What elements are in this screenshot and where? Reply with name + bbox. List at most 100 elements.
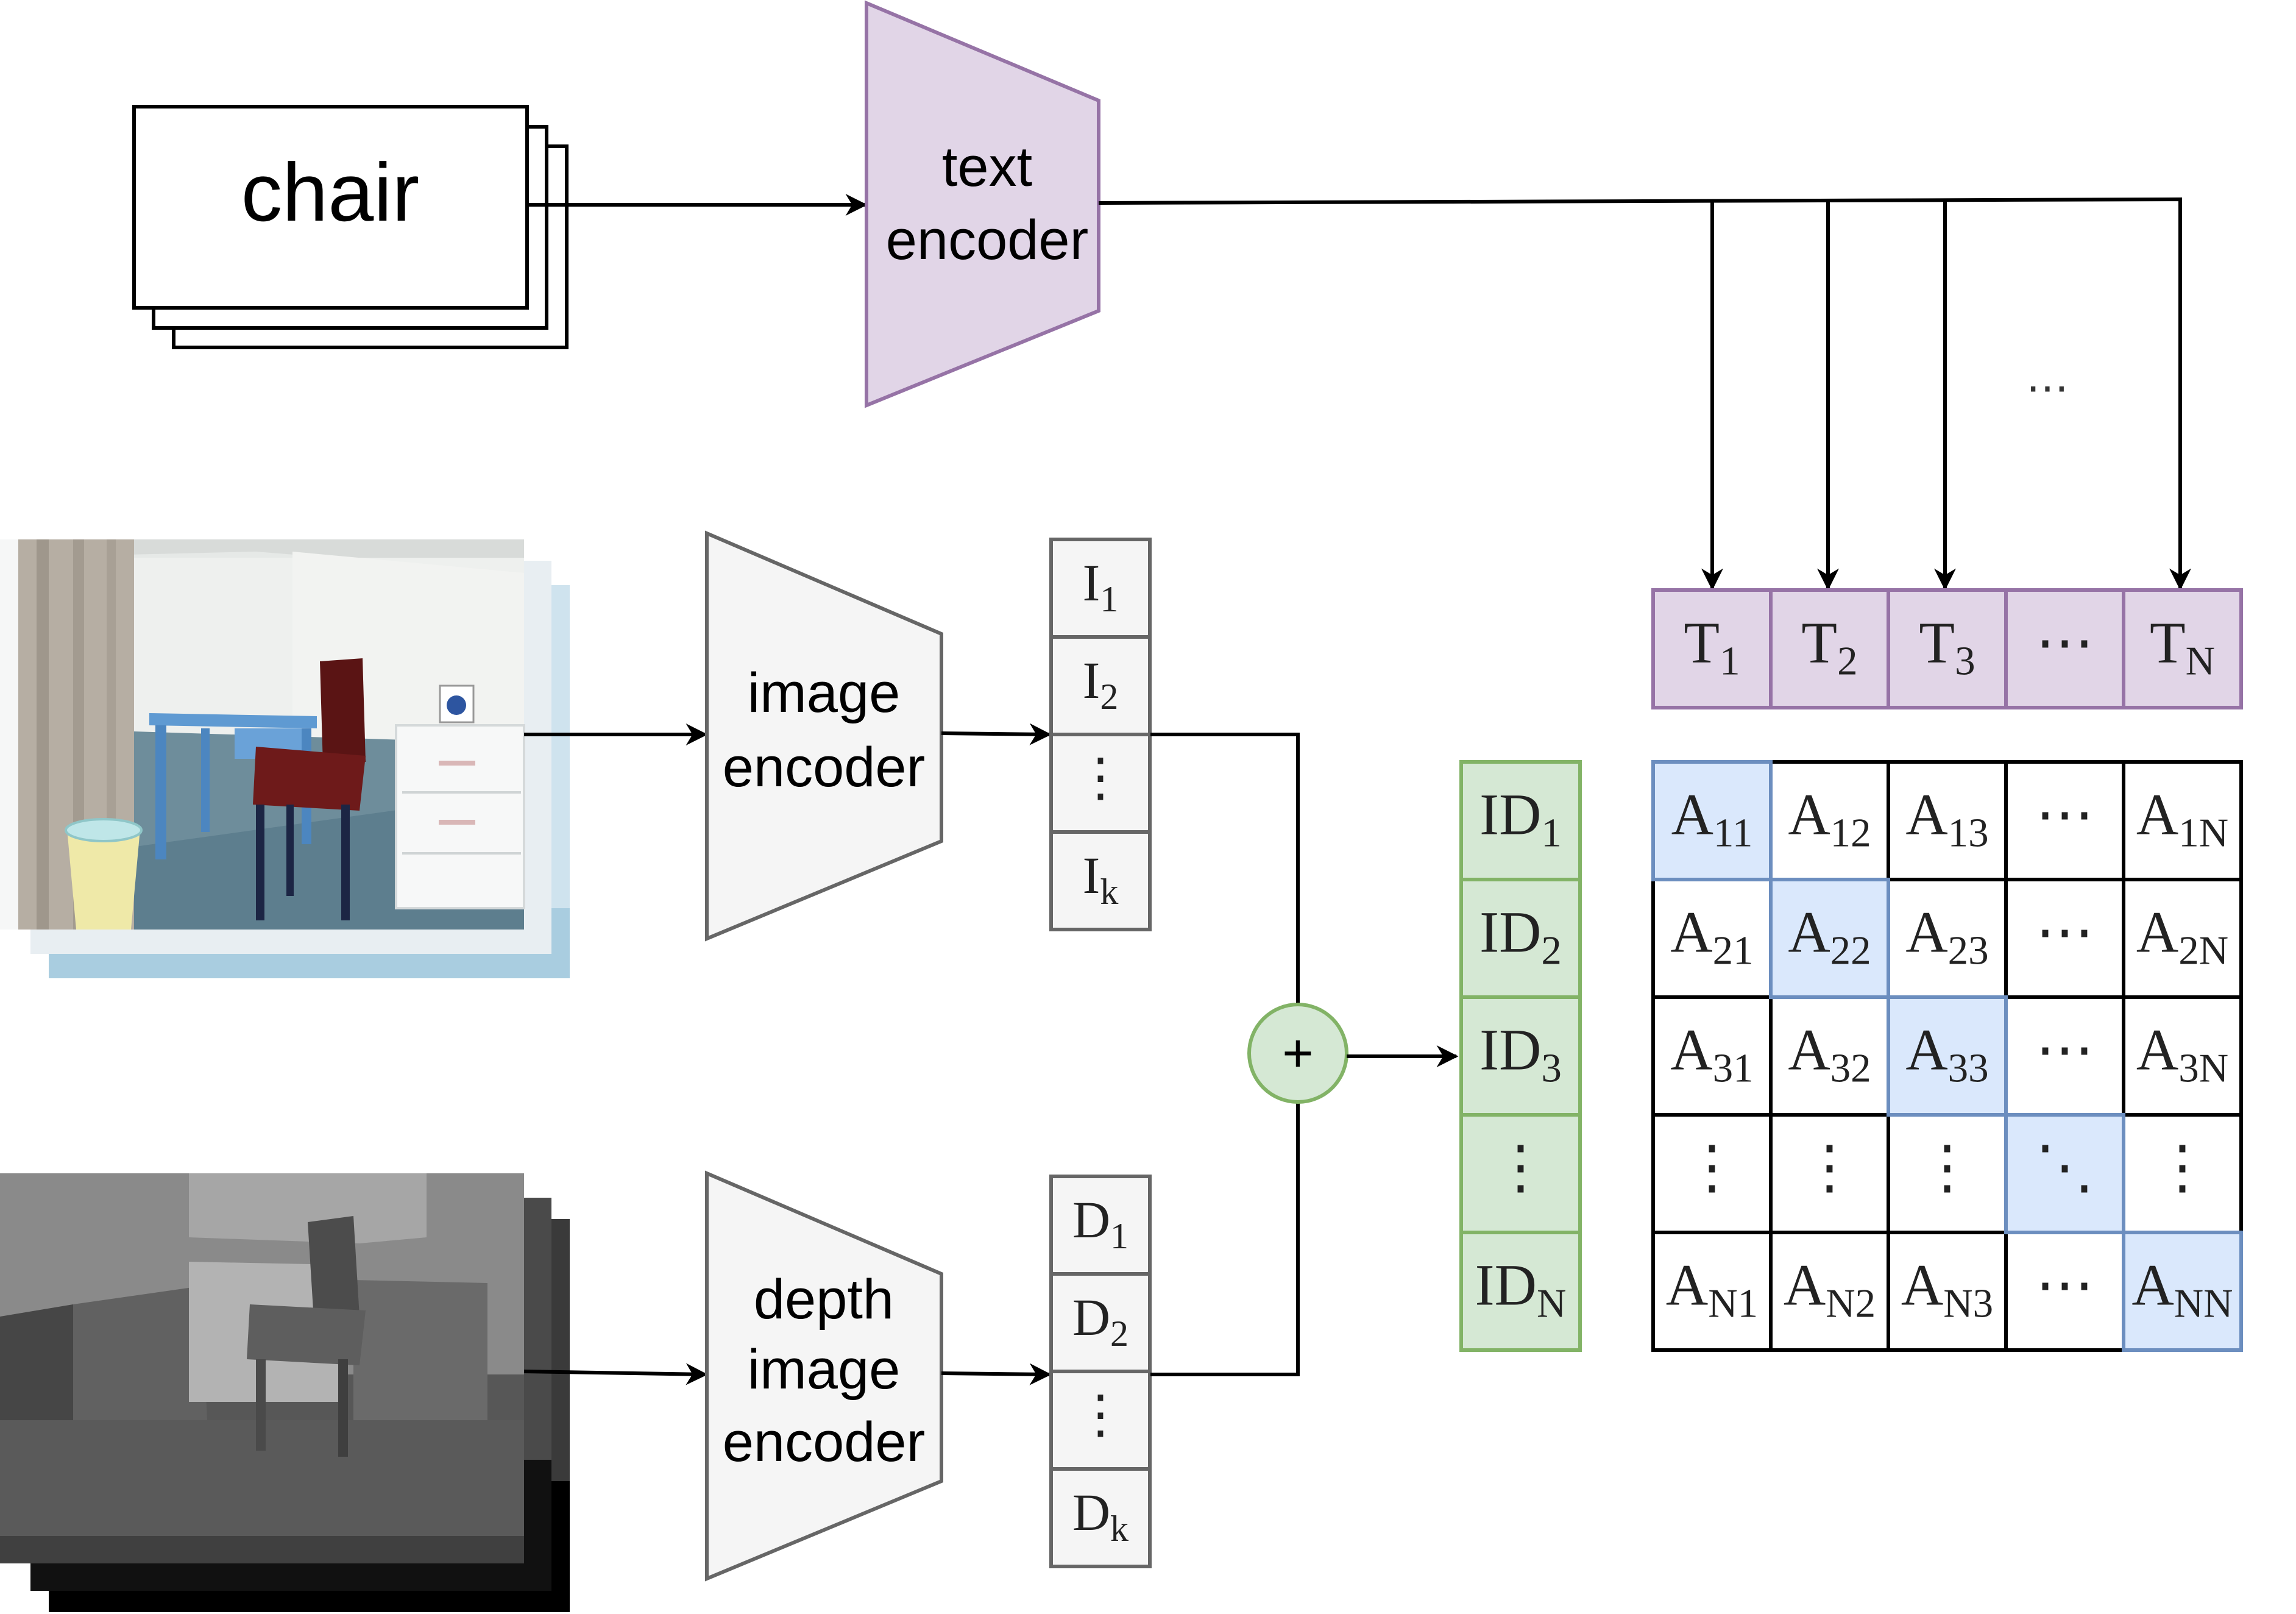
matrix-cell — [2122, 760, 2243, 881]
matrix-cell-label: ⋯ — [2036, 900, 2094, 965]
matrix-cell-label: A3N — [2136, 1017, 2228, 1091]
depth-encoder-line2: image — [748, 1338, 901, 1401]
matrix-diagonal-outline — [2122, 1231, 2243, 1352]
fused-feature-cell — [1459, 878, 1582, 999]
matrix-cell-label: A22 — [1788, 900, 1871, 973]
depth-feature-cell — [1049, 1272, 1152, 1373]
matrix-cell — [1651, 760, 1773, 881]
matrix-cell-label: A31 — [1670, 1017, 1753, 1091]
matrix-cell-label: A13 — [1905, 782, 1988, 856]
depth-feature-label: ⋮ — [1074, 1385, 1127, 1444]
matrix-cell-label: A2N — [2136, 900, 2228, 973]
text-input-stack: chair — [132, 105, 569, 349]
depth-image-encoder: depth image encoder — [705, 1170, 943, 1582]
matrix-cell-label: ⋮ — [1801, 1135, 1859, 1200]
depth-encoder-line3: encoder — [723, 1411, 925, 1473]
image-encoder-line2: encoder — [723, 736, 925, 798]
bus-ellipsis: ⋯ — [2026, 365, 2069, 412]
fused-feature-label: ID1 — [1479, 782, 1562, 856]
depth-feature-label: D1 — [1072, 1190, 1129, 1256]
depth-feature-cell — [1049, 1467, 1152, 1568]
depth-feature-label: Dk — [1072, 1483, 1129, 1549]
text-feature-cell — [1769, 588, 1890, 709]
matrix-cell-label: AN1 — [1666, 1253, 1758, 1326]
fused-feature-label: IDN — [1475, 1253, 1567, 1326]
text-feature-label: T3 — [1919, 610, 1975, 684]
fused-feature-label: ⋮ — [1492, 1135, 1550, 1200]
image-feature-cell — [1049, 635, 1152, 736]
text-feature-cell — [1887, 588, 2008, 709]
matrix-cell — [1887, 1231, 2008, 1352]
text-feature-cell — [1651, 588, 1773, 709]
depth-image-stack — [0, 1173, 570, 1612]
matrix-cell-label: A11 — [1671, 782, 1753, 856]
matrix-cell-label: A32 — [1788, 1017, 1871, 1091]
matrix-cell — [2122, 878, 2243, 999]
matrix-cell — [1651, 1231, 1773, 1352]
matrix-cell-label: ⋯ — [2036, 1253, 2094, 1318]
plus-symbol: + — [1282, 1023, 1313, 1083]
matrix-cell-label: ⋮ — [1918, 1135, 1977, 1200]
image-encoder-line1: image — [748, 662, 901, 724]
depth-feature-cell — [1049, 1175, 1152, 1276]
matrix-diagonal-outline — [1769, 878, 1890, 999]
matrix-diagonal-outline — [1887, 995, 2008, 1117]
matrix-cell-label: A23 — [1905, 900, 1988, 973]
text-encoder-line1: text — [942, 136, 1032, 198]
image-feature-label: ⋮ — [1074, 748, 1127, 807]
arrow-depth-encoder-to-features — [941, 1363, 1052, 1385]
depth-map-image — [0, 1173, 524, 1563]
fused-feature-label: ID3 — [1479, 1017, 1562, 1091]
text-feature-label: T1 — [1684, 610, 1740, 684]
text-feature-label: ⋯ — [2036, 610, 2094, 675]
matrix-cell — [2004, 878, 2125, 999]
similarity-matrix: A11 A12 A13 ⋯ A1N A21 A22 A23 ⋯ A2N A31 A32 A33 ⋯ A3N ⋮… — [1651, 760, 2243, 1352]
matrix-cell-label: A1N — [2136, 782, 2228, 856]
text-encoder-line2: encoder — [886, 209, 1088, 271]
fusion-lines — [1150, 733, 1300, 1376]
image-encoder: image encoder — [705, 530, 943, 942]
matrix-cell — [1887, 878, 2008, 999]
matrix-cell — [1887, 1113, 2008, 1234]
matrix-cell-label: A12 — [1788, 782, 1871, 856]
depth-feature-cell — [1049, 1370, 1152, 1471]
matrix-cell-label: ⋯ — [2036, 782, 2094, 847]
matrix-cell-label: AN2 — [1784, 1253, 1876, 1326]
text-feature-cell — [2122, 588, 2243, 709]
text-feature-row: T1 T2 T3 ⋯ TN — [1651, 588, 2243, 709]
rgb-room-image — [0, 539, 525, 930]
arrow-image-encoder-to-features — [941, 723, 1052, 745]
image-feature-label: Ik — [1083, 846, 1119, 912]
text-input-label: chair — [241, 146, 420, 238]
image-feature-label: I1 — [1083, 553, 1119, 619]
text-feature-label: T2 — [1801, 610, 1857, 684]
fused-feature-cell — [1459, 760, 1582, 881]
matrix-cell-label: ⋱ — [2036, 1135, 2094, 1200]
depth-feature-label: D2 — [1072, 1288, 1129, 1354]
matrix-cell-label: ⋯ — [2036, 1017, 2094, 1083]
fused-feature-label: ID2 — [1479, 900, 1562, 973]
text-feature-label: TN — [2150, 610, 2215, 684]
matrix-cell — [1651, 995, 1773, 1117]
depth-encoder-line1: depth — [754, 1268, 894, 1331]
text-feature-cell — [2004, 588, 2125, 709]
matrix-cell-label: ⋮ — [1683, 1135, 1741, 1200]
matrix-diagonal-outline — [1651, 760, 1773, 881]
matrix-cell-label: A33 — [1905, 1017, 1988, 1091]
arrow-depth-to-encoder — [523, 1363, 708, 1385]
image-feature-label: I2 — [1083, 651, 1119, 717]
matrix-cell-label: ANN — [2131, 1253, 2233, 1326]
matrix-cell-label: A21 — [1670, 900, 1753, 973]
text-output-bus — [1098, 197, 2182, 582]
matrix-cell-label: ⋮ — [2153, 1135, 2212, 1200]
matrix-cell-label: AN3 — [1901, 1253, 1993, 1326]
matrix-diagonal-outline — [2004, 1113, 2125, 1234]
rgb-image-stack — [0, 539, 570, 978]
plus-node: + — [1247, 1003, 1348, 1104]
matrix-cell — [2004, 760, 2125, 881]
image-feature-cell — [1049, 830, 1152, 931]
